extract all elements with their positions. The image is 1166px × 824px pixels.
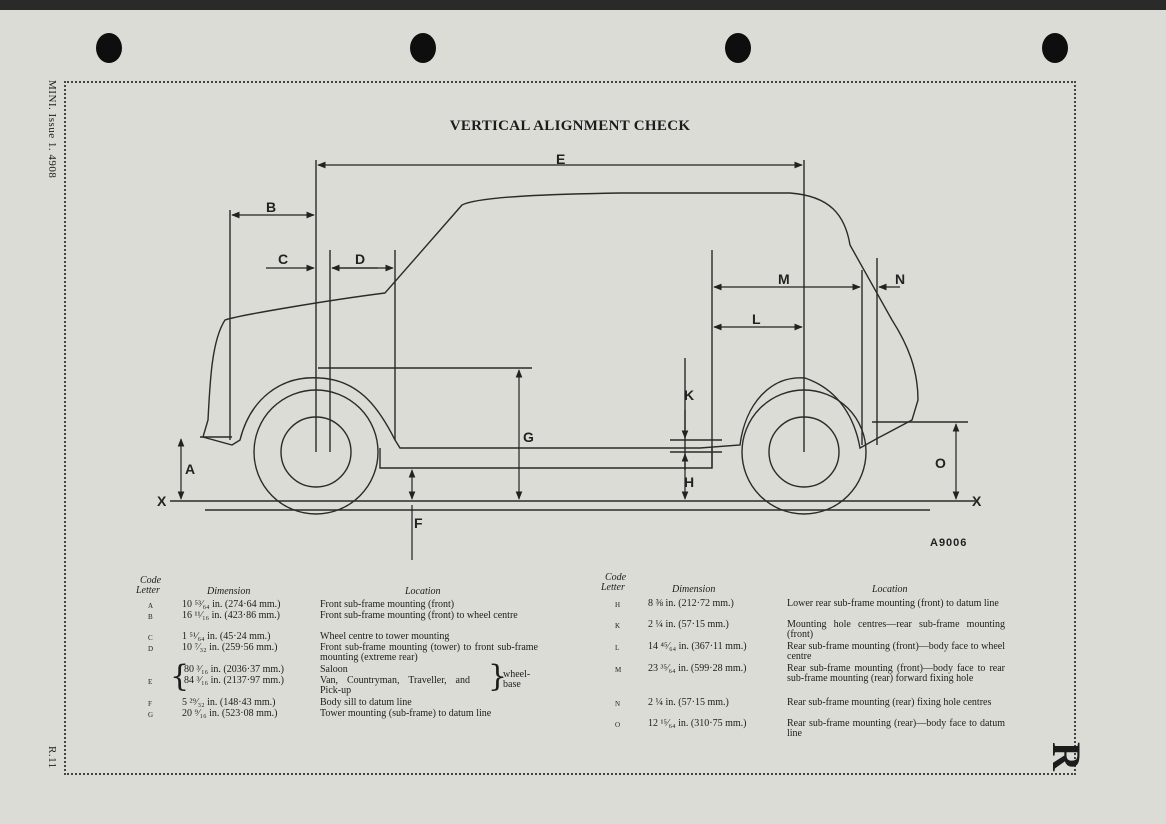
label-O: O [935,455,946,471]
label-G: G [523,429,534,445]
label-A: A [185,461,195,477]
location-header: Location [405,586,441,597]
body-sill [379,448,713,469]
label-B: B [266,199,276,215]
dimension-header: Dimension [207,586,251,597]
label-N: N [895,271,905,287]
datum-label-right: X [972,493,982,509]
code-header: Code [140,575,162,586]
label-F: F [414,515,423,531]
code-header: Code [605,572,627,583]
page-frame [64,81,1076,775]
wheelbase-note: wheel-base [503,669,531,690]
punch-hole-3 [725,33,751,63]
punch-hole-4 [1042,33,1068,63]
label-D: D [355,251,365,267]
datum-label-left: X [157,493,167,509]
code-header: Letter [601,582,625,593]
label-H: H [684,474,694,490]
location-header: Location [872,584,908,595]
scan-top-edge [0,0,1166,10]
brace: } [488,659,508,694]
label-L: L [752,311,761,327]
punch-hole-2 [410,33,436,63]
punch-hole-1 [96,33,122,63]
body-outline [202,192,919,450]
brace: { [170,659,190,694]
label-C: C [278,251,288,267]
figure-reference: A9006 [930,537,967,549]
label-K: K [684,387,694,403]
code-header: Letter [136,585,160,596]
label-M: M [778,271,790,287]
page-title: VERTICAL ALIGNMENT CHECK [449,118,691,134]
label-E: E [556,151,565,167]
dimension-header: Dimension [672,584,716,595]
